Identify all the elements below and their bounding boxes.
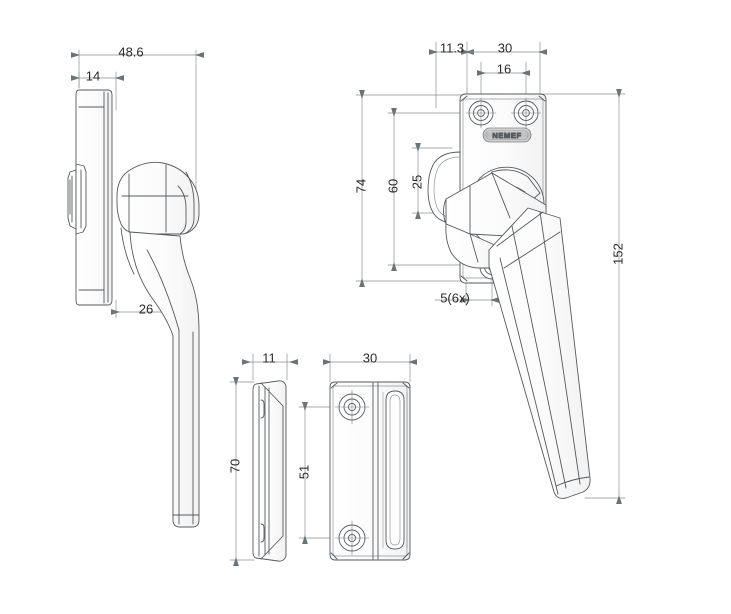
- strike-front-slot-inner: [389, 394, 401, 546]
- dimension-74: [355, 90, 481, 287]
- side-view-handle: [67, 49, 204, 528]
- side-spindle-housing: [67, 163, 87, 235]
- front-lever-neck-edge-1: [443, 198, 447, 225]
- dimension-30-plate: [323, 353, 417, 383]
- dimension-labels: 48.6 14 26 11.3 30 16 74 60 25 5(6x) 152…: [86, 40, 626, 479]
- dimension-label-25: 25: [409, 175, 424, 189]
- strike-screw-top: [334, 389, 370, 425]
- brand-badge: NEMEF: [482, 127, 532, 143]
- side-lever-inner-line-5: [177, 185, 187, 235]
- dimension-label-70: 70: [227, 459, 242, 473]
- front-lever-knuckle-seam: [469, 233, 479, 263]
- dimension-label-14: 14: [86, 68, 100, 83]
- front-lever-grip-seam-2: [539, 211, 581, 485]
- strike-front-slot-outer: [385, 390, 405, 550]
- front-lever-grip-seam-3: [499, 257, 559, 495]
- strike-side-screw-top: [260, 399, 265, 419]
- side-lever-neck-outline: [116, 161, 200, 235]
- dimension-label-30-top: 30: [498, 40, 512, 55]
- front-lever-grip-seam-1: [511, 225, 567, 489]
- dimension-label-74: 74: [353, 179, 368, 193]
- dimension-label-30-plate: 30: [363, 350, 377, 365]
- dimension-label-11-3: 11.3: [440, 40, 464, 55]
- front-lever-grip: [488, 207, 591, 499]
- front-lever-neck-edge-3: [491, 172, 511, 219]
- dimension-label-60: 60: [385, 179, 400, 193]
- strike-front-corner-tr: [402, 382, 410, 389]
- dimension-label-152: 152: [610, 243, 625, 265]
- side-lever-grip-curve-seam: [146, 249, 180, 331]
- front-view-strike-plate: [298, 353, 417, 561]
- dimension-label-48-6: 48.6: [118, 44, 143, 59]
- front-lever-grip-chamfer: [496, 211, 544, 247]
- dimension-152: [539, 89, 626, 504]
- dimension-label-26: 26: [139, 301, 153, 316]
- dimension-label-5-6x: 5(6x): [440, 290, 470, 305]
- front-lever-grip-end-cap: [555, 476, 590, 487]
- screw-upper-right: [510, 97, 542, 129]
- strike-side-screw-bottom: [260, 523, 265, 543]
- front-lever-grip-chamfer-2: [503, 231, 561, 269]
- strike-screw-bottom: [334, 520, 370, 556]
- side-lever-connector: [120, 227, 135, 275]
- dimension-11: [242, 353, 298, 381]
- dimension-70: [229, 377, 255, 566]
- strike-side-chamfer-top: [260, 382, 284, 560]
- side-lever-inner-line-4: [185, 171, 195, 234]
- strike-front-corner-tl: [330, 382, 338, 389]
- dimension-label-51: 51: [296, 465, 311, 479]
- strike-front-inner-line: [332, 385, 408, 557]
- side-view-strike-plate: [229, 353, 298, 566]
- strike-front-corner-br: [402, 552, 410, 560]
- front-backplate-corner-tl: [460, 95, 468, 102]
- front-backplate-corner-tr: [538, 95, 546, 102]
- dimension-label-11: 11: [262, 350, 276, 365]
- side-backplate-outline: [75, 89, 113, 306]
- side-lever-grip-outline: [129, 231, 200, 528]
- front-backplate-corner-bl: [460, 275, 468, 282]
- dimension-label-16: 16: [497, 61, 511, 76]
- front-view-handle: NEMEF: [355, 41, 626, 504]
- brand-logo-text: NEMEF: [492, 131, 521, 140]
- dimension-14: [71, 71, 124, 111]
- strike-front-corner-bl: [330, 552, 338, 560]
- screw-upper-left: [465, 97, 497, 129]
- strike-side-outline: [252, 380, 287, 562]
